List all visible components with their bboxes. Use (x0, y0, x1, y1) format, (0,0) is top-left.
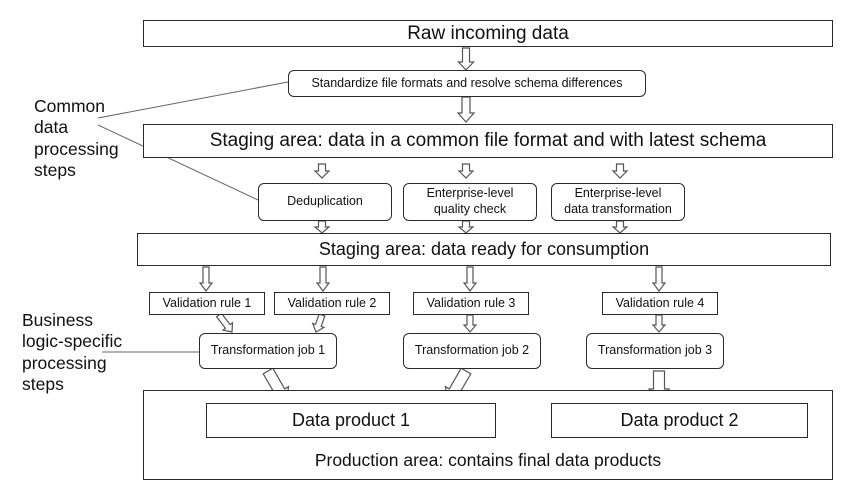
transformation-job-2-box: Transformation job 2 (403, 333, 541, 369)
data-product-2-box: Data product 2 (551, 403, 808, 438)
production-area-label: Production area: contains final data pro… (314, 450, 662, 470)
validation-rule-2-label: Validation rule 2 (287, 295, 377, 310)
data-transformation-label: Enterprise-level data transformation (564, 186, 672, 216)
arrow-ready-to-rule2 (315, 266, 331, 292)
business-steps-label: Business logic-specific processing steps (22, 310, 123, 395)
arrow-rule3-to-job2 (462, 314, 478, 333)
arrow-ready-to-rule1 (198, 266, 214, 292)
arrow-ready-to-rule3 (462, 266, 478, 292)
arrow-staging-to-quality (457, 163, 475, 179)
staging-common-label: Staging area: data in a common file form… (209, 130, 767, 151)
arrow-quality-to-ready (457, 220, 475, 234)
arrow-ready-to-rule4 (651, 266, 667, 292)
standardize-label: Standardize file formats and resolve sch… (311, 75, 623, 90)
data-product-1-label: Data product 1 (291, 410, 411, 430)
transformation-job-3-label: Transformation job 3 (597, 343, 713, 358)
staging-common-box: Staging area: data in a common file form… (143, 124, 833, 158)
validation-rule-4-label: Validation rule 4 (615, 295, 705, 310)
standardize-box: Standardize file formats and resolve sch… (288, 70, 646, 97)
validation-rule-4-box: Validation rule 4 (602, 292, 718, 315)
validation-rule-1-label: Validation rule 1 (162, 295, 252, 310)
common-steps-label: Common data processing steps (34, 96, 119, 181)
transformation-job-1-label: Transformation job 1 (210, 343, 326, 358)
raw-data-box: Raw incoming data (143, 20, 833, 47)
arrow-raw-to-standardize (457, 47, 475, 71)
transformation-job-2-label: Transformation job 2 (414, 343, 530, 358)
staging-ready-box: Staging area: data ready for consumption (137, 233, 831, 266)
data-product-1-box: Data product 1 (206, 403, 496, 438)
deduplication-box: Deduplication (258, 183, 392, 221)
staging-ready-label: Staging area: data ready for consumption (318, 239, 650, 259)
arrow-rule2-to-job1 (311, 313, 326, 333)
validation-rule-3-box: Validation rule 3 (413, 292, 529, 315)
common-steps-pointer-1 (97, 81, 289, 119)
transformation-job-1-box: Transformation job 1 (199, 333, 337, 369)
quality-check-label: Enterprise-level quality check (426, 186, 514, 216)
data-product-2-label: Data product 2 (620, 410, 739, 430)
transformation-job-3-box: Transformation job 3 (586, 333, 724, 369)
arrow-transformation-to-ready (611, 220, 629, 234)
arrow-staging-to-transformation (611, 163, 629, 179)
deduplication-label: Deduplication (287, 194, 363, 209)
arrow-dedup-to-ready (313, 220, 331, 234)
raw-data-label: Raw incoming data (407, 22, 569, 44)
validation-rule-1-box: Validation rule 1 (149, 292, 265, 315)
arrow-rule4-to-job3 (651, 314, 667, 333)
arrow-staging-to-dedup (313, 163, 331, 179)
validation-rule-3-label: Validation rule 3 (426, 295, 516, 310)
arrow-rule1-to-job1 (215, 312, 234, 333)
arrow-standardize-to-staging (456, 96, 476, 123)
data-transformation-box: Enterprise-level data transformation (551, 183, 685, 221)
common-steps-pointer-2 (97, 124, 259, 201)
quality-check-box: Enterprise-level quality check (403, 183, 537, 221)
validation-rule-2-box: Validation rule 2 (274, 292, 390, 315)
